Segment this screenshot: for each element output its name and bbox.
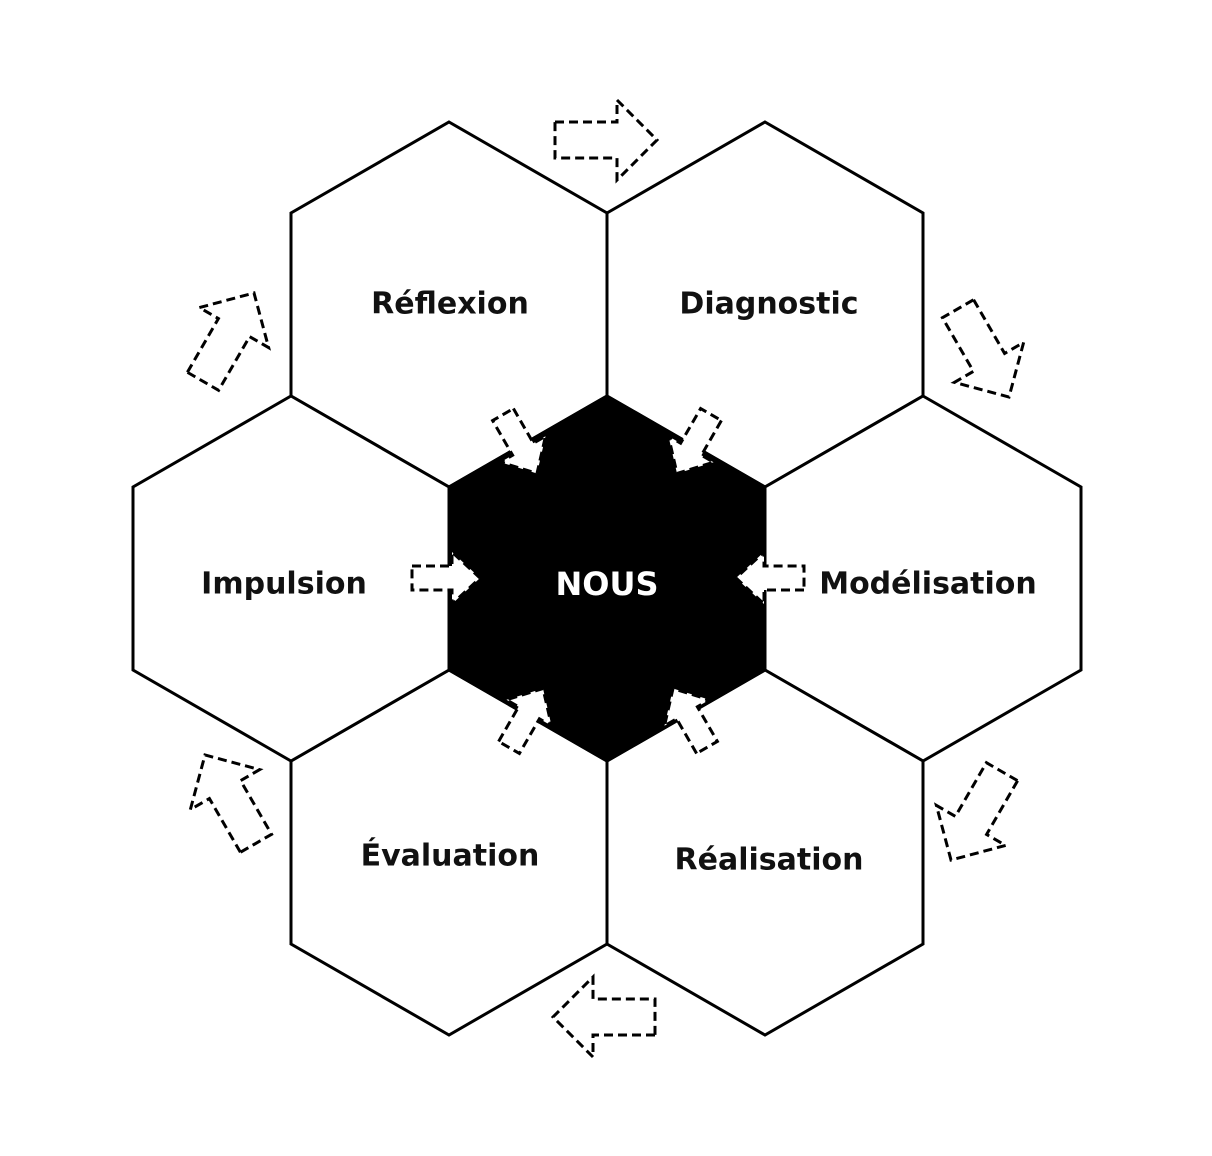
cycle-arrow-diagnostic-to-modelisation <box>940 297 1027 399</box>
phase-label-evaluation: Évaluation <box>361 838 540 874</box>
center-label: NOUS <box>555 565 658 603</box>
inward-arrow-evaluation <box>496 686 554 756</box>
cycle-arrow-realisation-to-evaluation <box>550 973 657 1061</box>
cycle-arrow-reflexion-to-diagnostic <box>553 96 660 184</box>
phase-label-reflexion: Réflexion <box>371 287 529 322</box>
phase-label-diagnostic: Diagnostic <box>679 287 858 322</box>
hexagon-center <box>447 394 767 763</box>
inward-arrow-diagnostic <box>666 406 724 476</box>
inward-arrow-realisation <box>662 686 720 756</box>
phase-label-impulsion: Impulsion <box>201 567 367 602</box>
inward-arrow-reflexion <box>490 406 548 476</box>
phase-label-realisation: Réalisation <box>675 843 864 878</box>
cycle-arrow-evaluation-to-impulsion <box>187 753 274 855</box>
cycle-arrow-modelisation-to-realisation <box>933 760 1020 862</box>
cycle-arrow-impulsion-to-reflexion <box>185 291 272 393</box>
phase-label-modelisation: Modélisation <box>819 567 1037 602</box>
inward-arrow-modelisation <box>733 548 806 608</box>
inward-arrow-impulsion <box>410 548 483 608</box>
